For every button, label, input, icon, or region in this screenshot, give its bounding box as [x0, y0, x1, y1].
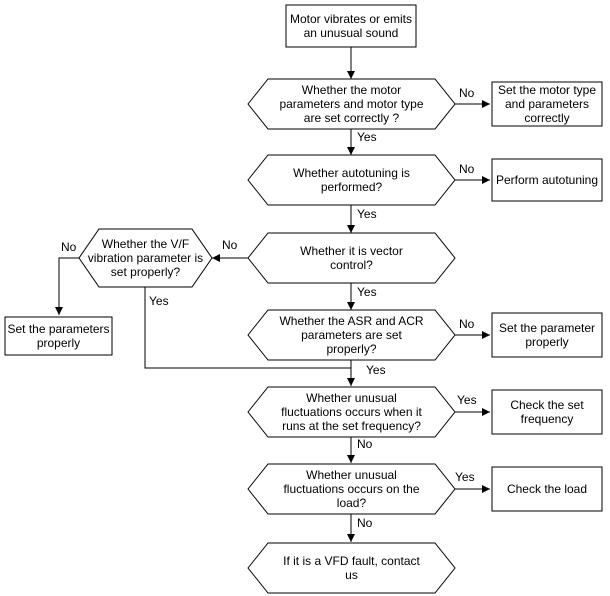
edge-vf-no [55, 257, 79, 315]
label-autotune-no: No [459, 162, 475, 176]
action-autotuning-text: Perform autotuning [495, 173, 599, 187]
decision-autotuning-text: Whether autotuning is performed? [293, 166, 410, 194]
end-vfd-fault [247, 542, 456, 594]
label-load-no: No [357, 516, 373, 530]
label-params-yes: Yes [357, 130, 377, 144]
label-autotune-yes: Yes [357, 207, 377, 221]
label-vector-no: No [222, 238, 238, 252]
action-set-motor-params-box [491, 81, 603, 127]
action-check-frequency-box [491, 389, 603, 435]
label-asr-yes: Yes [366, 363, 386, 377]
action-set-parameter-box [491, 312, 603, 358]
decision-asr-acr-text: Whether the ASR and ACR parameters are s… [279, 314, 424, 356]
decision-vector-control [247, 232, 456, 284]
label-vf-no: No [61, 240, 77, 254]
decision-autotuning [247, 154, 456, 206]
action-set-parameters-box [4, 316, 113, 356]
label-vector-yes: Yes [357, 285, 377, 299]
action-autotuning-box [491, 158, 603, 202]
action-set-motor-params-text: Set the motor type and parameters correc… [497, 83, 597, 125]
edge-vf-yes [144, 287, 351, 369]
decision-set-frequency [247, 386, 456, 438]
decision-vf-parameter-text: Whether the V/F vibration parameter is s… [87, 237, 204, 279]
action-check-frequency-text: Check the set frequency [510, 398, 584, 426]
start-text: Motor vibrates or emits an unusual sound [289, 12, 413, 40]
label-freq-no: No [357, 437, 373, 451]
action-set-parameter-text: Set the parameter properly [498, 321, 596, 349]
action-set-parameters-text: Set the parameters properly [7, 322, 110, 350]
start-box [285, 4, 417, 48]
decision-load [247, 463, 456, 515]
label-params-no: No [459, 86, 475, 100]
end-vfd-fault-text: If it is a VFD fault, contact us [283, 554, 420, 582]
decision-motor-params [247, 78, 456, 130]
action-check-load-text: Check the load [506, 482, 588, 496]
decision-load-text: Whether unusual fluctuations occurs on t… [283, 468, 420, 510]
label-load-yes: Yes [455, 470, 475, 484]
action-check-load-box [491, 466, 603, 512]
decision-asr-acr [247, 309, 456, 361]
decision-set-frequency-text: Whether unusual fluctuations occurs when… [281, 391, 422, 433]
label-vf-yes: Yes [149, 294, 169, 308]
decision-motor-params-text: Whether the motor parameters and motor t… [279, 83, 424, 125]
label-asr-no: No [459, 317, 475, 331]
decision-vf-parameter [78, 228, 213, 288]
label-freq-yes: Yes [457, 393, 477, 407]
decision-vector-control-text: Whether it is vector control? [300, 244, 403, 272]
